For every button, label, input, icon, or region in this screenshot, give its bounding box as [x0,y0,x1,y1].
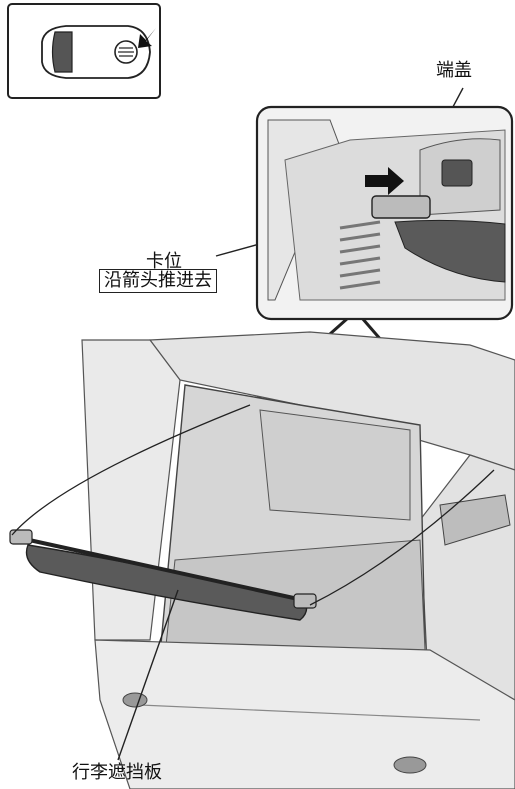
location-indicator [7,3,161,99]
vehicle-rear-view [81,331,515,789]
push-instruction-label: 沿箭头推进去 [99,269,217,293]
latch-label: 卡位 [146,251,182,272]
push-arrow-icon [365,167,404,195]
detail-inset [255,105,514,321]
end-cap-label: 端盖 [436,60,472,81]
location-arrow-icon [138,28,156,48]
inset-cargo-cover [394,219,506,283]
cargo-cover-label: 行李遮挡板 [72,762,162,783]
vent-slots [339,220,381,290]
cargo-cover [9,529,317,621]
guide-curve-left [11,404,251,536]
guide-curve-right [309,469,495,606]
end-cap-part [371,195,431,219]
car-top-view-icon [41,25,151,79]
cargo-cover-leader [117,589,179,761]
